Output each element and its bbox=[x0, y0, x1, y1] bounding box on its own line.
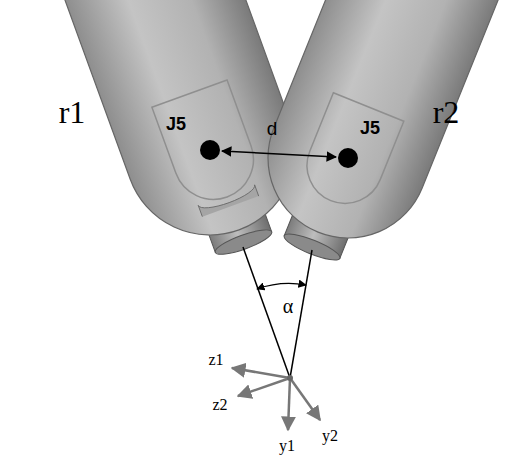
axis-label: y1 bbox=[279, 438, 295, 454]
axis-label: z1 bbox=[208, 352, 223, 368]
arm-label: r2 bbox=[433, 96, 460, 128]
coordinate-axes bbox=[232, 368, 320, 430]
axis-label: z2 bbox=[212, 397, 227, 413]
robot-arm bbox=[235, 0, 518, 283]
joint-dot bbox=[338, 148, 358, 168]
distance-label: d bbox=[267, 119, 278, 138]
joint-dot bbox=[200, 140, 220, 160]
origin-dot bbox=[287, 375, 293, 381]
tool-line bbox=[290, 250, 312, 378]
angle-label: α bbox=[283, 296, 293, 316]
joint-label: J5 bbox=[360, 119, 380, 137]
axis-label: y2 bbox=[322, 428, 338, 444]
arm-label: r1 bbox=[59, 96, 86, 128]
joint-label: J5 bbox=[166, 115, 186, 133]
distance-arrow bbox=[222, 151, 336, 157]
angle-arc bbox=[257, 283, 306, 289]
